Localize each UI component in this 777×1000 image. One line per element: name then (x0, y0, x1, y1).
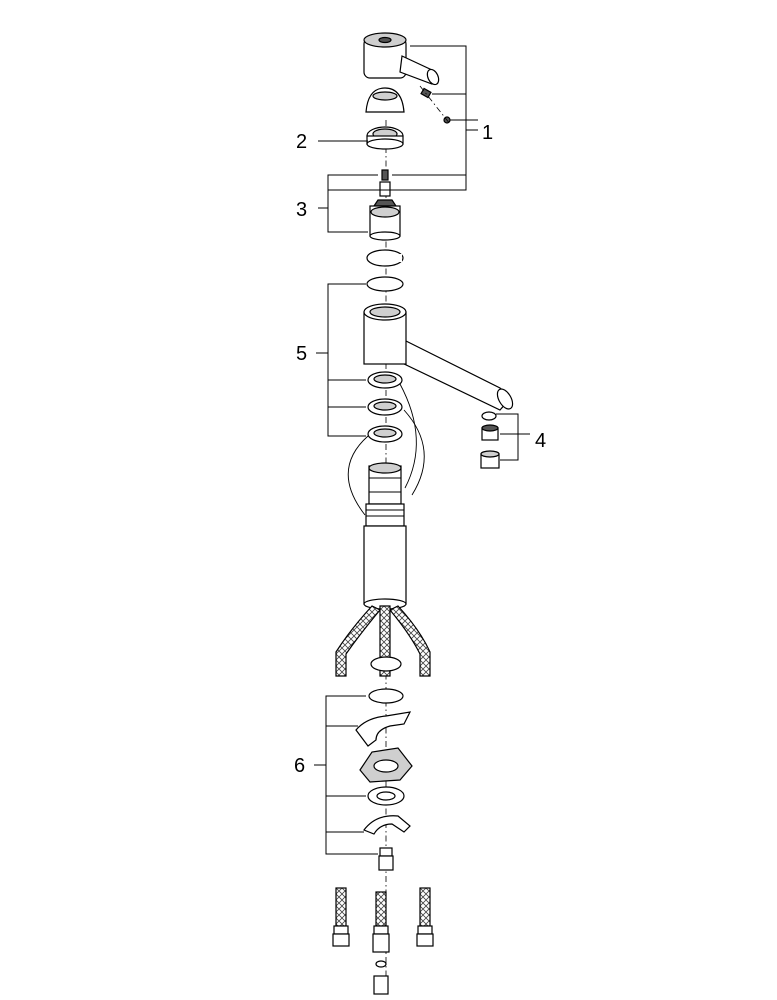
callout-5: 5 (296, 343, 307, 365)
supply-hose-middle (372, 891, 390, 995)
mounting-washer (367, 786, 405, 806)
lever-handle (363, 32, 440, 86)
callout-6: 6 (294, 755, 305, 777)
fixing-clip (363, 815, 411, 835)
assembly-arrow-left (347, 435, 369, 516)
mounting-o-ring (368, 688, 404, 704)
assembly-arrow-right (403, 409, 425, 496)
aerator-insert (481, 424, 499, 441)
callout-2: 2 (296, 131, 307, 153)
leader-group-5 (316, 283, 366, 437)
callout-4: 4 (535, 430, 546, 452)
faucet-body-with-spout (363, 303, 514, 411)
aerator-housing (480, 450, 500, 469)
base-column (363, 462, 407, 610)
cartridge-screw (379, 169, 391, 197)
bearing-ring-1 (367, 371, 403, 389)
assembly-arrow-middle (399, 383, 417, 489)
o-ring-upper (366, 276, 404, 292)
horseshoe-washer (355, 711, 412, 747)
supply-hose-left (332, 887, 350, 947)
mounting-plate (359, 747, 413, 783)
leader-group-4 (496, 413, 530, 461)
grub-screw-small (419, 85, 451, 125)
split-ring (366, 249, 404, 267)
leader-group-6 (314, 695, 378, 855)
bearing-ring-3 (367, 425, 403, 443)
callout-1: 1 (482, 122, 493, 144)
threaded-stud-nut (378, 847, 394, 871)
leader-group-3 (318, 174, 378, 233)
bearing-ring-2 (367, 398, 403, 416)
supply-hose-right (416, 887, 434, 947)
callout-3: 3 (296, 199, 307, 221)
aerator-washer (481, 411, 497, 421)
locking-ring (366, 126, 404, 150)
base-gasket (370, 656, 402, 672)
cover-cap (365, 87, 405, 113)
leader-group-1 (328, 45, 478, 191)
cartridge (369, 199, 401, 241)
